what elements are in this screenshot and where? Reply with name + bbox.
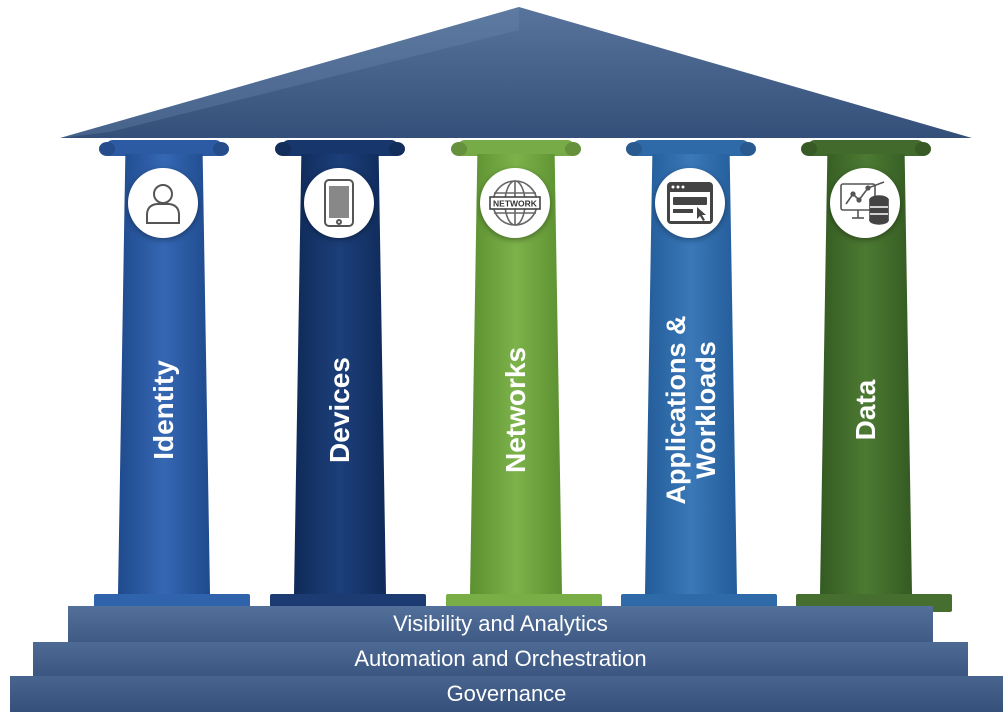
pillar-label: Identity <box>148 360 179 460</box>
pillar-capital <box>807 140 925 156</box>
pillar-capital <box>632 140 750 156</box>
tablet-icon <box>304 168 374 238</box>
data-analytics-icon <box>830 168 900 238</box>
pillar-label: Data <box>850 379 881 441</box>
pillar-data: Data <box>796 140 952 612</box>
network-globe-icon: NETWORK <box>480 168 550 238</box>
pillar-capital <box>105 140 223 156</box>
pillar-label: Applications & Workloads <box>661 315 721 505</box>
pillar-devices: Devices <box>270 140 426 612</box>
pillar-label: Networks <box>500 346 531 474</box>
pillar-applications-workloads: Applications & Workloads <box>621 140 777 612</box>
pillar-identity: Identity <box>94 140 250 612</box>
svg-text:NETWORK: NETWORK <box>493 199 538 209</box>
roof <box>60 7 972 138</box>
person-icon <box>128 168 198 238</box>
foundation-step-automation-orchestration: Automation and Orchestration <box>33 642 968 676</box>
foundation-step-visibility-analytics: Visibility and Analytics <box>68 606 933 642</box>
pillar-networks: NETWORK Networks <box>446 140 602 612</box>
pillar-capital <box>281 140 399 156</box>
pillar-capital <box>457 140 575 156</box>
foundation-step-governance: Governance <box>10 676 1003 712</box>
application-window-icon <box>655 168 725 238</box>
pillar-label: Devices <box>324 357 355 463</box>
